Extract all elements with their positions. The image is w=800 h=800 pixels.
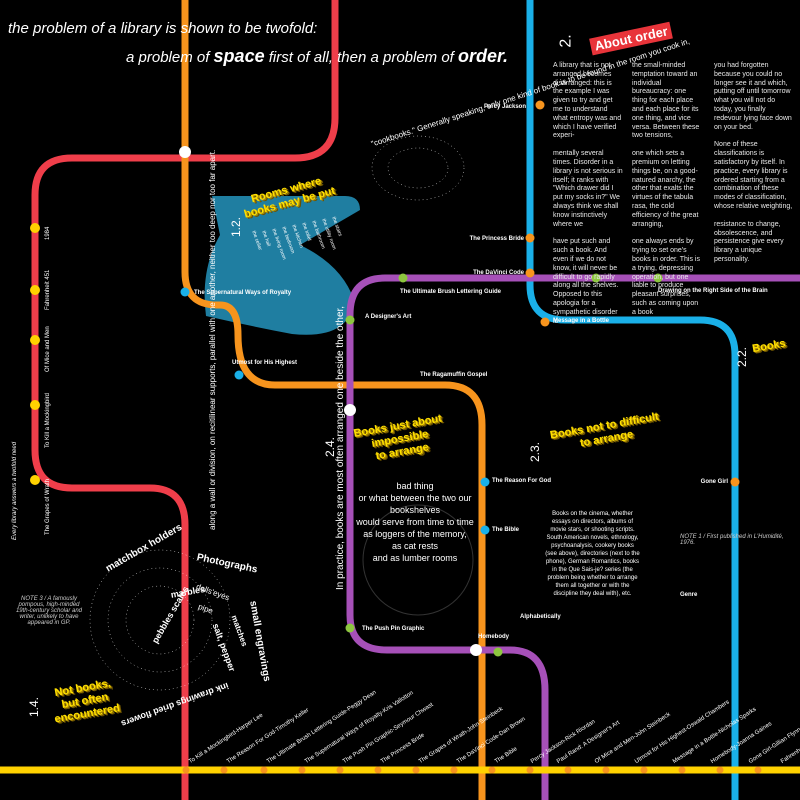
station-fahrenheit-451[interactable]: Fahrenheit 451 xyxy=(45,269,51,310)
sphere-line: or what between the two our bookshelves xyxy=(358,493,472,515)
headline-part-a: a problem of xyxy=(126,49,214,66)
station-davinci-code[interactable]: The DaVinci Code xyxy=(473,270,524,276)
station-ragamuffin-gospel[interactable]: The Ragamuffin Gospel xyxy=(420,372,488,378)
cookbooks-spiral xyxy=(371,135,465,201)
column1-paragraph3: have put such and such a book. And even … xyxy=(553,238,619,325)
sphere-line: would serve from time to time xyxy=(356,517,474,527)
note-1: NOTE 1 / First published in L'Humidité, … xyxy=(680,534,784,546)
station-homebody[interactable]: Homebody xyxy=(478,634,510,640)
column2-paragraph2: one which sets a premium on letting thin… xyxy=(632,150,699,228)
rooms-blob xyxy=(204,196,360,335)
station-designers-art[interactable]: A Designer's Art xyxy=(365,314,412,320)
curved-text-practice: In practice, books are most often arrang… xyxy=(335,305,346,590)
text-column-3: you had forgotten because you could no l… xyxy=(714,62,794,274)
purple-stations xyxy=(345,273,663,657)
yellow-stations xyxy=(182,766,762,774)
headline-order: order. xyxy=(458,46,509,66)
red-stations xyxy=(30,223,40,485)
sphere-text: bad thing or what between the two our bo… xyxy=(355,480,475,564)
column3-paragraph1: you had forgotten because you could no l… xyxy=(714,62,792,131)
section-number-rooms: 1.2. xyxy=(229,216,244,238)
column3-paragraph2: None of these classifications is satisfa… xyxy=(714,141,793,210)
station-to-kill-a-mockingbird[interactable]: To Kill a Mockingbird xyxy=(45,392,51,448)
sphere-line: as cat rests xyxy=(391,541,438,551)
headline-line1: the problem of a library is shown to be … xyxy=(8,20,318,37)
text-column-1: A library that is not arranged becomes d… xyxy=(553,62,623,335)
label-genre: Genre xyxy=(680,592,698,598)
text-column-2: the small-minded temptation toward an in… xyxy=(632,62,700,327)
station-princess-bride[interactable]: The Princess Bride xyxy=(469,236,524,242)
blue-stations xyxy=(525,100,740,487)
station-utmost-highest[interactable]: Utmost for His Highest xyxy=(232,360,298,366)
blue-line xyxy=(526,0,739,800)
book-sphere xyxy=(362,504,474,616)
orange-stations xyxy=(180,287,490,535)
red-line xyxy=(31,0,339,800)
section-number-right: 2.2. xyxy=(735,346,750,368)
station-drawing-right-side[interactable]: Drawing on the Right Side of the Brain xyxy=(658,288,768,294)
interchange-stations xyxy=(179,146,482,656)
column1-paragraph1: A library that is not arranged becomes d… xyxy=(553,62,622,140)
station-brush-lettering[interactable]: The Ultimate Brush Lettering Guide xyxy=(400,289,502,295)
station-grapes-of-wrath[interactable]: The Grapes of Wrath xyxy=(45,479,51,535)
section-number-about-order: 2. xyxy=(557,34,575,48)
label-alphabetically: Alphabetically xyxy=(520,614,561,620)
station-gone-girl[interactable]: Gone Girl xyxy=(700,479,728,485)
curved-text-left: along a wall or division, on recitilinea… xyxy=(208,149,217,530)
column3-paragraph3: resistance to change, obsolescence, and … xyxy=(714,220,784,263)
station-of-mice-and-men[interactable]: Of Mice and Men xyxy=(45,326,51,372)
column1-paragraph2: mentally several times. Disorder in a li… xyxy=(553,150,623,228)
station-push-pin-graphic[interactable]: The Push Pin Graphic xyxy=(362,626,425,632)
headline-space: space xyxy=(213,46,265,66)
station-reason-for-god[interactable]: The Reason For God xyxy=(492,478,552,484)
station-the-bible[interactable]: The Bible xyxy=(492,527,520,533)
station-supernatural-ways[interactable]: The Supernatural Ways of Royalty xyxy=(194,290,292,296)
sphere-line: bad thing xyxy=(396,481,434,491)
column2-paragraph1: the small-minded temptation toward an in… xyxy=(632,62,700,140)
curved-text-every-library: Every library answers a twofold need xyxy=(12,441,18,540)
purple-line xyxy=(346,274,800,800)
sphere-line: as loggers of the memory, xyxy=(363,529,467,539)
books-paragraph: Books on the cinema, whether essays on d… xyxy=(545,511,640,597)
headline-part-b: first of all, then a problem of xyxy=(264,49,459,66)
station-percy-jackson[interactable]: Percy Jackson xyxy=(483,104,526,110)
headline-line2: a problem of space first of all, then a … xyxy=(126,46,508,67)
station-1984[interactable]: 1984 xyxy=(45,226,51,240)
station-message-in-a-bottle[interactable]: Message in a Bottle xyxy=(553,318,610,324)
note-3: NOTE 3 / A famously pompous, high-minded… xyxy=(15,596,83,626)
orange-line xyxy=(181,0,486,800)
column2-paragraph3: one always ends by trying to set one's b… xyxy=(632,238,700,316)
ring-circles xyxy=(89,549,231,691)
sphere-line: and as lumber rooms xyxy=(372,553,458,563)
